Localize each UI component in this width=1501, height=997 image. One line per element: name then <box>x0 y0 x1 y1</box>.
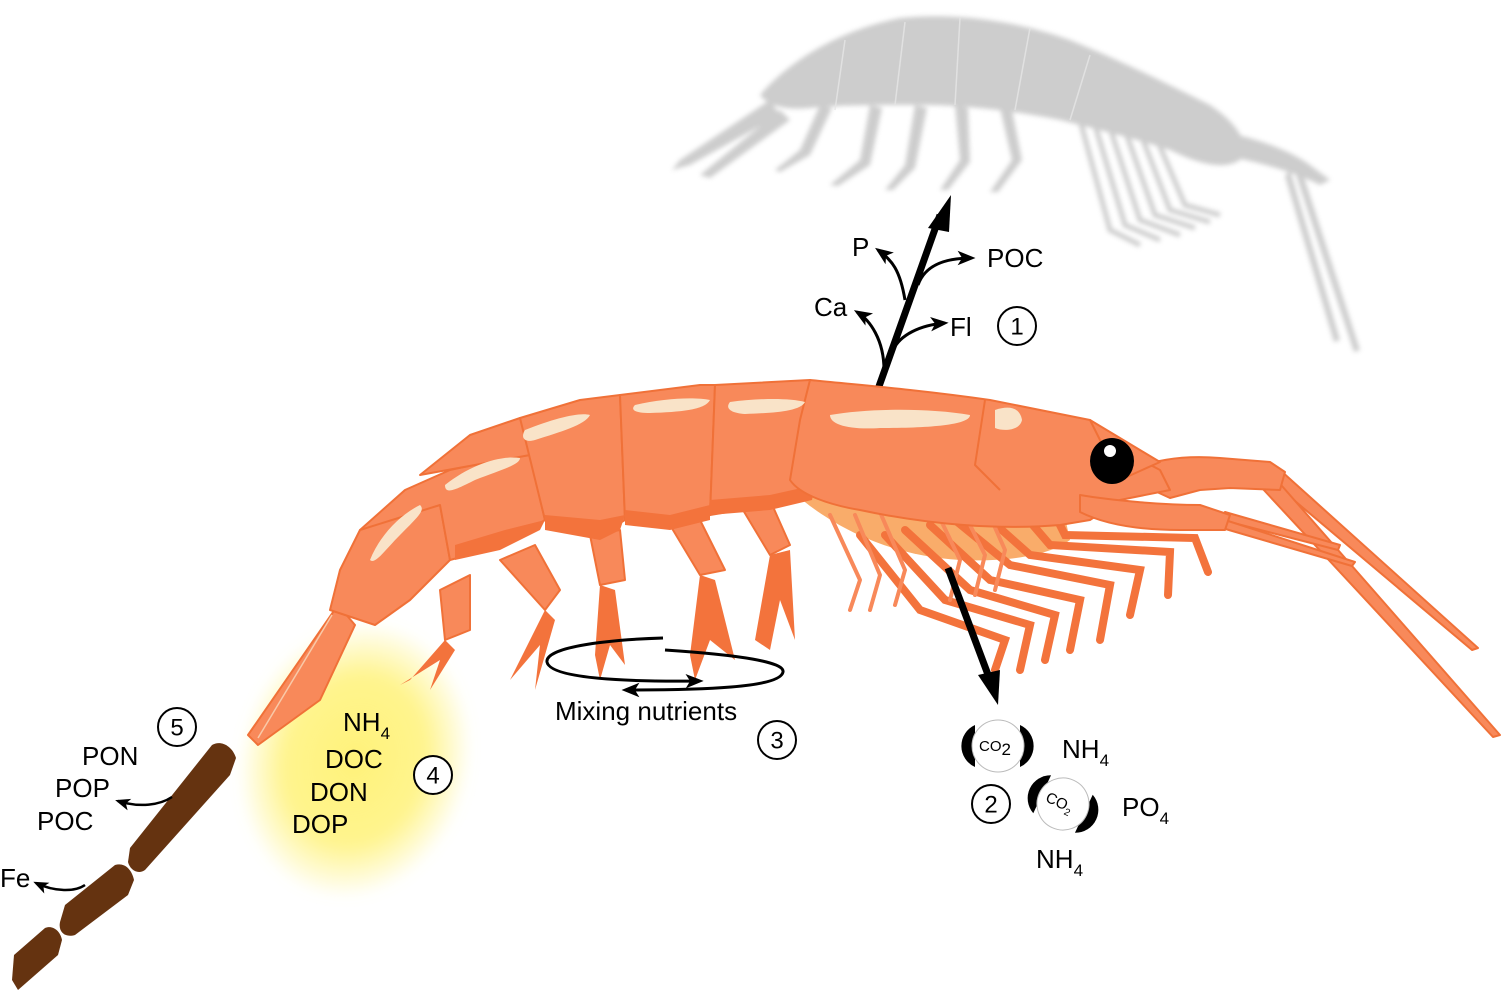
svg-text:4: 4 <box>426 763 439 790</box>
svg-text:3: 3 <box>770 728 783 755</box>
svg-text:1: 1 <box>1010 314 1023 341</box>
label-po4: PO4 <box>1122 792 1169 828</box>
label-nh4-dissolved: NH4 <box>343 707 390 743</box>
co2-molecule-2: CO2 <box>1027 775 1099 833</box>
label-pop: POP <box>55 773 110 803</box>
label-poc-5: POC <box>37 806 93 836</box>
label-poc-1: POC <box>987 243 1043 273</box>
label-doc: DOC <box>325 744 383 774</box>
label-mixing-nutrients: Mixing nutrients <box>555 696 737 726</box>
process-1-badge: 1 <box>997 306 1037 346</box>
label-fl: Fl <box>950 312 972 342</box>
krill-eye <box>1090 438 1134 484</box>
label-dop: DOP <box>292 809 348 839</box>
process-1-migration-arrows <box>853 195 976 394</box>
shadow-krill-silhouette <box>672 16 1360 352</box>
label-fe: Fe <box>0 863 30 893</box>
process-4-badge: 4 <box>413 755 453 795</box>
shadow-krill-segment-lines <box>834 17 1091 121</box>
svg-text:CO2: CO2 <box>979 738 1011 759</box>
fecal-pellet-chain <box>12 743 236 990</box>
process-3-badge: 3 <box>757 720 797 760</box>
process-2-arrow <box>944 566 1000 705</box>
svg-text:2: 2 <box>984 792 997 819</box>
label-p: P <box>852 232 869 262</box>
process-3-mixing-arrows <box>545 636 785 698</box>
process-2-badge: 2 <box>971 784 1011 824</box>
label-ca: Ca <box>814 292 848 322</box>
co2-molecule-1: CO2 <box>961 719 1034 773</box>
label-pon: PON <box>82 741 138 771</box>
process-5-badge: 5 <box>157 707 197 747</box>
label-nh4-excretion-2: NH4 <box>1036 844 1083 880</box>
svg-text:5: 5 <box>170 715 183 742</box>
label-don: DON <box>310 777 368 807</box>
process-5-arrows <box>33 795 173 894</box>
label-nh4-excretion-1: NH4 <box>1062 734 1109 770</box>
